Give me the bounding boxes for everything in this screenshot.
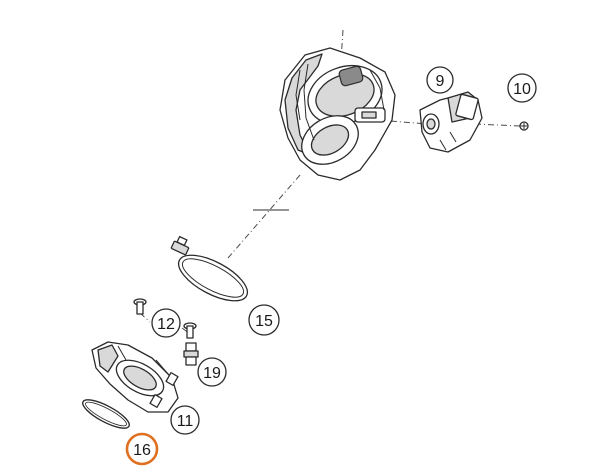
- callout-12: 12: [151, 308, 181, 338]
- intake-flange-11: [91, 341, 179, 413]
- screw-12-a: [133, 298, 147, 315]
- callout-16: 16: [125, 432, 159, 466]
- callout-10-label: 10: [513, 81, 531, 98]
- throttle-position-sensor: [419, 91, 483, 153]
- callout-10: 10: [507, 73, 537, 103]
- hose-clamp-15: [170, 235, 249, 302]
- callout-11: 11: [170, 405, 200, 435]
- callout-15: 15: [248, 304, 280, 336]
- o-ring-16: [82, 399, 130, 429]
- leader-line-12b: [181, 327, 191, 335]
- callout-9: 9: [426, 66, 454, 94]
- callout-12-label: 12: [157, 316, 175, 333]
- screw-12-b: [183, 322, 197, 339]
- callout-19-label: 19: [203, 365, 221, 382]
- callouts: 9 10 12 15 19 11 16: [125, 66, 537, 466]
- throttle-body: [279, 47, 396, 181]
- callout-11-label: 11: [177, 413, 194, 430]
- callout-16-label: 16: [133, 442, 151, 459]
- center-line-main: [227, 174, 301, 259]
- callout-19: 19: [197, 357, 227, 387]
- screw-10: [519, 121, 529, 131]
- fitting-19: [183, 342, 199, 366]
- center-line-screw: [474, 123, 521, 127]
- callout-15-label: 15: [255, 313, 273, 330]
- callout-9-label: 9: [436, 73, 445, 90]
